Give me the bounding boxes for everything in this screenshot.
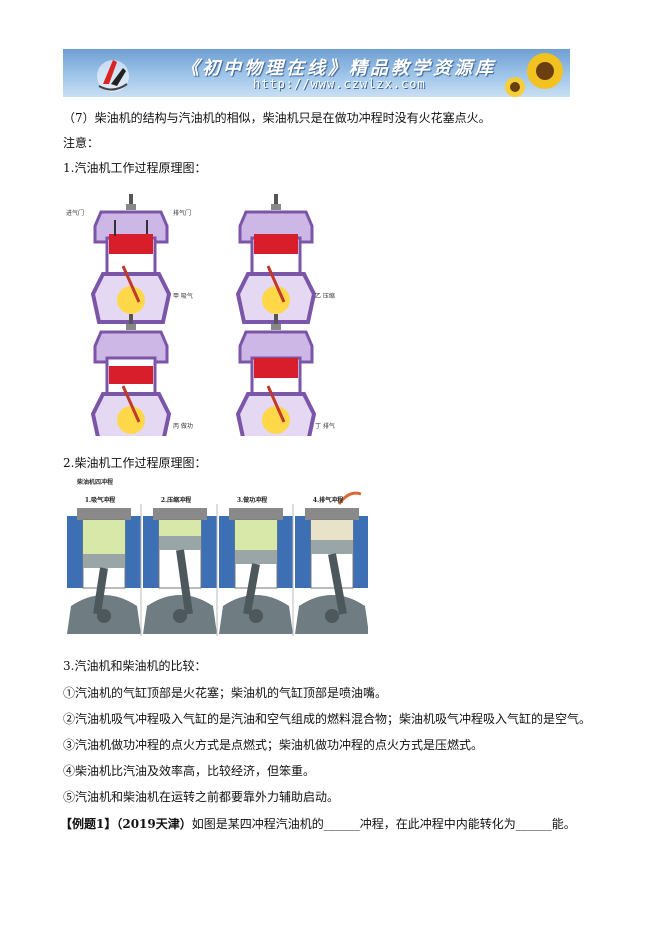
stroke-intake-label: 甲 吸气 (173, 293, 193, 300)
header-banner: 《初中物理在线》精品教学资源库 http://www.czwlzx.com (63, 49, 570, 97)
comparison-item-5: ⑤汽油机和柴油机在运转之前都要靠外力辅助启动。 (63, 790, 340, 804)
comparison-item-2: ②汽油机吸气冲程吸入气缸的是汽油和空气组成的燃料混合物；柴油机吸气冲程吸入气缸的… (63, 712, 592, 726)
banner-title: 《初中物理在线》精品教学资源库 (181, 58, 496, 79)
diesel-engine-diagram: 柴油机四冲程 1.吸气冲程 2.压缩冲程 3.做功冲程 4.排气冲程 (63, 476, 370, 646)
diesel-stroke-4-label: 4.排气冲程 (312, 497, 344, 504)
diesel-engine-svg (66, 491, 370, 636)
banner-url: http://www.czwlzx.com (253, 77, 426, 91)
petrol-engine-diagram: 进气门 排气门 甲 吸气 乙 压缩 丙 做功 丁 排气 (63, 186, 335, 444)
diesel-stroke-2-label: 2.压缩冲程 (160, 497, 192, 504)
comparison-item-3: ③汽油机做功冲程的点火方式是点燃式；柴油机做功冲程的点火方式是压燃式。 (63, 738, 484, 752)
example-label: 【例题1】 (60, 817, 117, 831)
comparison-heading: 3.汽油机和柴油机的比较： (63, 659, 207, 673)
stroke-compression-label: 乙 压缩 (315, 293, 335, 300)
note-heading: 注意： (63, 136, 100, 150)
stroke-power-label: 丙 做功 (173, 423, 193, 430)
intake-valve-label: 进气门 (66, 210, 85, 217)
paragraph-7: （7）柴油机的结构与汽油机的相似，柴油机只是在做功冲程时没有火花塞点火。 (63, 111, 491, 125)
comparison-item-1: ①汽油机的气缸顶部是火花塞；柴油机的气缸顶部是喷油嘴。 (63, 686, 388, 700)
example-1: 【例题1】（2019天津）如图是某四冲程汽油机的______冲程，在此冲程中内能… (60, 815, 576, 832)
comparison-item-4: ④柴油机比汽油及效率高，比较经济，但笨重。 (63, 764, 316, 778)
exhaust-valve-label: 排气门 (173, 210, 192, 217)
petrol-heading: 1.汽油机工作过程原理图： (63, 161, 207, 175)
petrol-engine-svg (91, 192, 316, 444)
diesel-stroke-3-label: 3.做功冲程 (236, 497, 268, 504)
diesel-stroke-1-label: 1.吸气冲程 (84, 497, 116, 504)
sunflower-icon (505, 53, 563, 97)
example-source: （2019天津） (116, 817, 192, 831)
diesel-heading: 2.柴油机工作过程原理图： (63, 456, 207, 470)
example-question: 如图是某四冲程汽油机的______冲程，在此冲程中内能转化为______能。 (191, 817, 576, 831)
stroke-exhaust-label: 丁 排气 (315, 423, 335, 430)
logo-icon (97, 60, 129, 92)
diesel-figure-title: 柴油机四冲程 (77, 479, 114, 486)
